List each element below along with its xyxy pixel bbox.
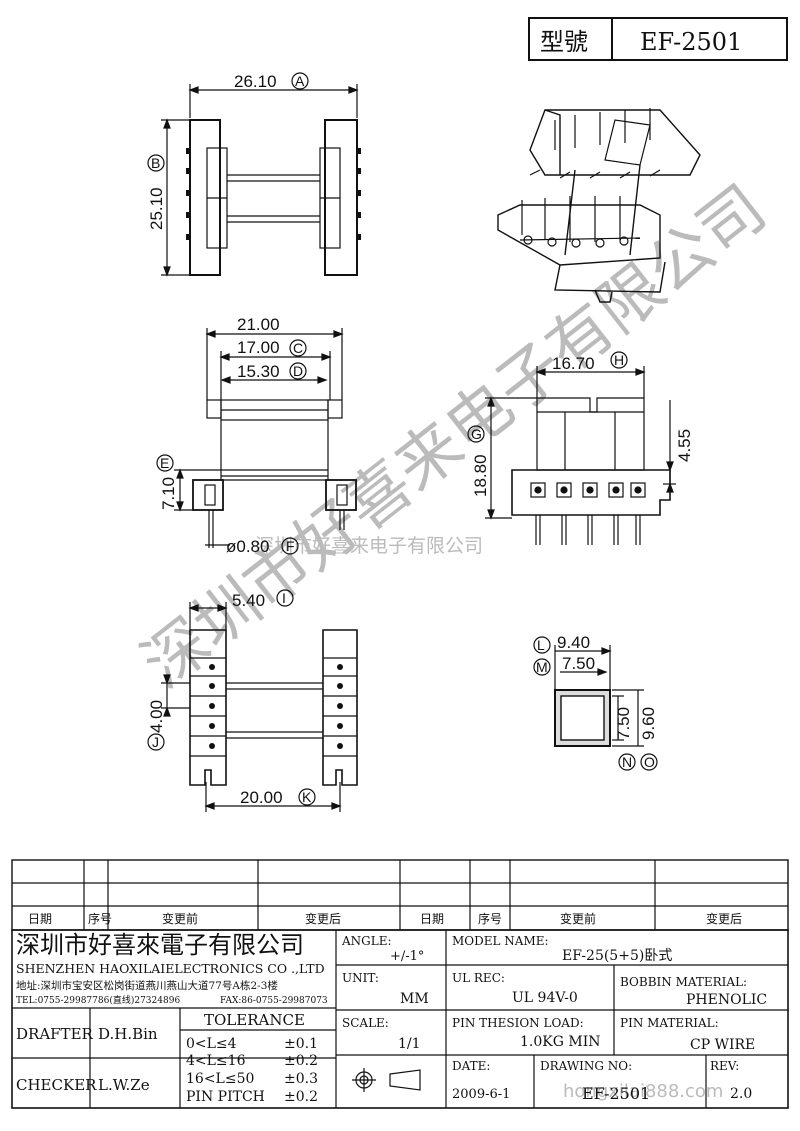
drawing-no-value: EF-2501 [582, 1084, 650, 1103]
rev-value: 2.0 [730, 1086, 752, 1102]
scale-value: 1/1 [398, 1036, 421, 1052]
model-label: 型號 [540, 28, 588, 56]
dim-o-circle: O [644, 754, 655, 770]
rev-header-before-2: 变更前 [560, 911, 596, 926]
dim-f-value: ø0.80 [226, 537, 269, 556]
unit-label: UNIT: [342, 971, 379, 985]
angle-label: ANGLE: [341, 934, 392, 948]
dim-g-circle: G [471, 426, 482, 442]
dim-h-circle: H [614, 352, 624, 368]
model-value: EF-2501 [640, 28, 742, 56]
dim-a-circle: A [295, 73, 305, 89]
dim-o-value: 9.60 [639, 707, 658, 740]
dim-g-value: 18.80 [471, 454, 490, 497]
unit-value: MM [400, 991, 429, 1007]
company-tel: TEL:0755-29987786(直线)27324896 [16, 994, 180, 1006]
drawing-no-label: DRAWING NO: [540, 1059, 632, 1073]
date-label: DATE: [452, 1059, 490, 1073]
rev-header-after-2: 变更后 [706, 911, 742, 926]
rev-header-date-2: 日期 [420, 912, 444, 926]
top-view: 26.10 A 25.10 B [147, 72, 361, 277]
scale-label: SCALE: [342, 1016, 389, 1030]
company-name-cn: 深圳市好喜來電子有限公司 [16, 931, 304, 959]
watermark-small: 深圳市好喜来电子有限公司 [255, 535, 483, 557]
dim-b-value: 25.10 [147, 187, 166, 230]
company-address: 地址:深圳市宝安区松岗街道燕川燕山大道77号A栋2-3楼 [16, 979, 278, 992]
rev-header-before-1: 变更前 [162, 911, 198, 926]
dim-c-circle: C [293, 340, 303, 356]
rev-header-no-2: 序号 [478, 911, 502, 926]
dim-side-height: 4.55 [675, 429, 694, 462]
date-value: 2009-6-1 [452, 1087, 510, 1102]
company-fax: FAX:86-0755-29987073 [220, 996, 328, 1006]
bobbin-label: BOBBIN MATERIAL: [620, 975, 747, 989]
revision-table: 日期 序号 变更前 变更后 日期 序号 变更前 变更后 [11, 859, 789, 931]
title-block: 深圳市好喜來電子有限公司 SHENZHEN HAOXILAIELECTRONIC… [11, 929, 789, 1109]
rev-header-date-1: 日期 [28, 912, 52, 926]
bottom-view: 5.40 I 4.00 J 20.00 K [147, 589, 358, 812]
tol-range-0: 0<L≤4 [186, 1036, 237, 1052]
dim-m-circle: M [536, 659, 548, 675]
pin-material-value: CP WIRE [690, 1037, 755, 1053]
dim-l-circle: L [537, 637, 545, 653]
dim-k-circle: K [302, 789, 312, 805]
model-box: 型號 EF-2501 [528, 17, 788, 61]
ul-value: UL 94V-0 [512, 990, 578, 1006]
tol-range-2: 16<L≤50 [186, 1071, 254, 1087]
dim-overall-width: 21.00 [237, 315, 280, 334]
dim-a-value: 26.10 [234, 72, 277, 91]
dim-c-value: 17.00 [237, 338, 280, 357]
dim-k-value: 20.00 [240, 788, 283, 807]
pin-material-label: PIN MATERIAL: [620, 1016, 719, 1030]
tol-value-3: ±0.2 [284, 1089, 318, 1105]
checker-label: CHECKER [16, 1076, 97, 1094]
pin-load-label: PIN THESION LOAD: [452, 1016, 584, 1030]
dim-d-value: 15.30 [237, 362, 280, 381]
ul-label: UL REC: [452, 971, 505, 985]
drafter-value: D.H.Bin [98, 1025, 158, 1043]
tol-value-0: ±0.1 [284, 1036, 318, 1052]
section-view: 9.40 L 7.50 M 7.50 N 9.60 O [533, 633, 658, 771]
side-view: 16.70 H 18.80 G 4.55 [467, 351, 694, 545]
dim-d-circle: D [293, 363, 303, 379]
iso-view [497, 108, 701, 303]
dim-l-value: 9.40 [557, 633, 590, 652]
rev-header-no-1: 序号 [88, 911, 112, 926]
model-name-value: EF-25(5+5)卧式 [562, 948, 672, 964]
dim-i-circle: I [282, 590, 286, 606]
tolerance-title: TOLERANCE [204, 1011, 305, 1029]
checker-value: L.W.Ze [98, 1076, 150, 1094]
rev-header-after-1: 变更后 [305, 911, 341, 926]
dim-b-circle: B [151, 155, 160, 171]
dim-j-circle: J [152, 734, 159, 750]
pin-load-value: 1.0KG MIN [520, 1034, 600, 1050]
dim-n-value: 7.50 [614, 707, 633, 740]
dim-h-value: 16.70 [552, 354, 595, 373]
tol-value-1: ±0.2 [284, 1053, 318, 1069]
model-name-label: MODEL NAME: [452, 934, 549, 948]
bobbin-value: PHENOLIC [686, 992, 767, 1008]
dim-e-value: 7.10 [159, 477, 178, 510]
rev-label: REV: [710, 1059, 739, 1073]
dim-n-circle: N [622, 754, 632, 770]
dim-e-circle: E [160, 455, 169, 471]
projection-symbol-icon [352, 1068, 421, 1092]
company-name-en: SHENZHEN HAOXILAIELECTRONICS CO .,LTD [16, 961, 325, 976]
front-view: 21.00 17.00 C 15.30 D 7.1 [156, 315, 357, 556]
tol-range-1: 4<L≤16 [186, 1053, 246, 1069]
dim-j-value: 4.00 [147, 700, 166, 733]
tol-value-2: ±0.3 [284, 1071, 318, 1087]
dim-f-circle: F [286, 538, 295, 554]
dim-m-value: 7.50 [562, 654, 595, 673]
angle-value: +/-1° [390, 949, 424, 964]
tol-range-3: PIN PITCH [186, 1089, 265, 1105]
drafter-label: DRAFTER [16, 1025, 94, 1043]
dim-i-value: 5.40 [232, 591, 265, 610]
watermark-corner: hongxilai888.com [563, 1081, 723, 1102]
